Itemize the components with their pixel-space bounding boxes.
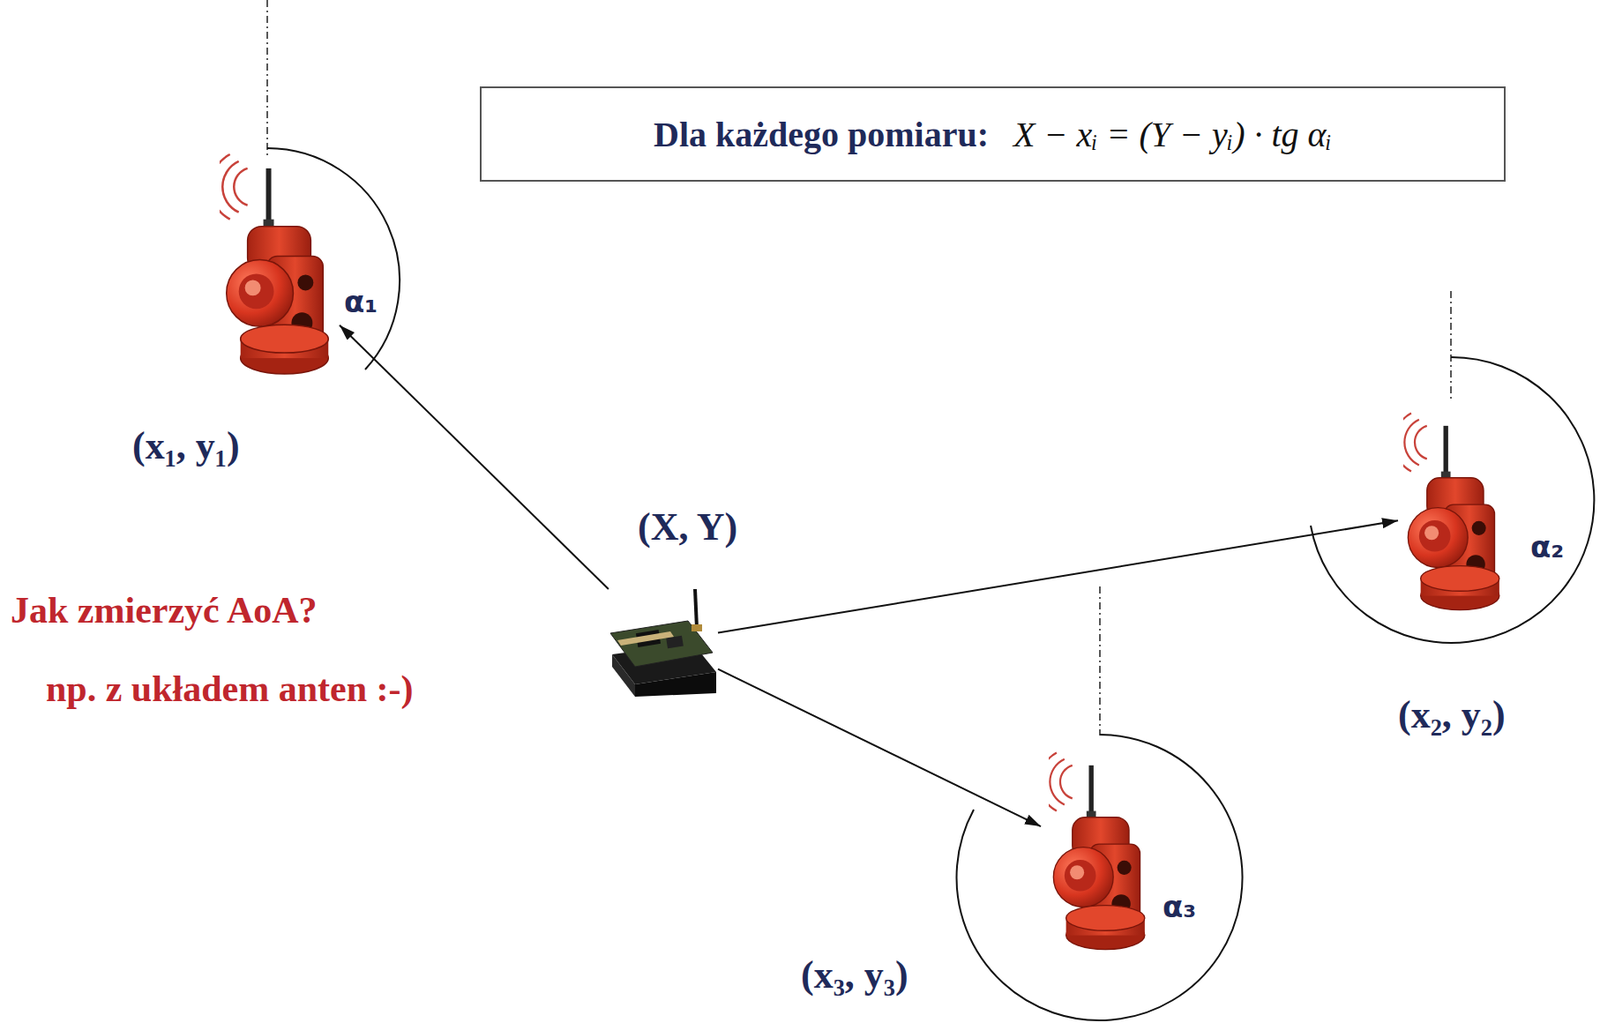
angle-label: α₁ [343, 284, 378, 320]
coordinate-label: (x₂, y₂) [1398, 692, 1506, 738]
bearing-arrow [717, 520, 1399, 633]
formula: X − xᵢ = (Y − yᵢ) · tg αᵢ [1013, 113, 1332, 156]
anchor-robot: (x₂, y₂) [1398, 388, 1509, 636]
question-note: Jak zmierzyć AoA? [10, 589, 318, 632]
sensor-node: (X, Y) [606, 589, 718, 696]
formula-box: Dla każdego pomiaru: X − xᵢ = (Y − yᵢ) · … [479, 86, 1506, 182]
anchor-robot: (x₃, y₃) [1040, 727, 1152, 980]
formula-heading: Dla każdego pomiaru: [653, 113, 989, 156]
coordinate-label: (X, Y) [637, 504, 738, 550]
coordinate-label: (x₃, y₃) [800, 952, 909, 998]
coordinate-label: (x₁, y₁) [132, 423, 240, 469]
anchor-robot: (x₁, y₁) [216, 145, 340, 384]
answer-note: np. z układem anten :-) [45, 667, 414, 711]
bearing-arrow [339, 325, 609, 590]
bearing-arrow [717, 669, 1041, 827]
angle-label: α₃ [1162, 889, 1197, 925]
angle-label: α₂ [1530, 529, 1564, 565]
